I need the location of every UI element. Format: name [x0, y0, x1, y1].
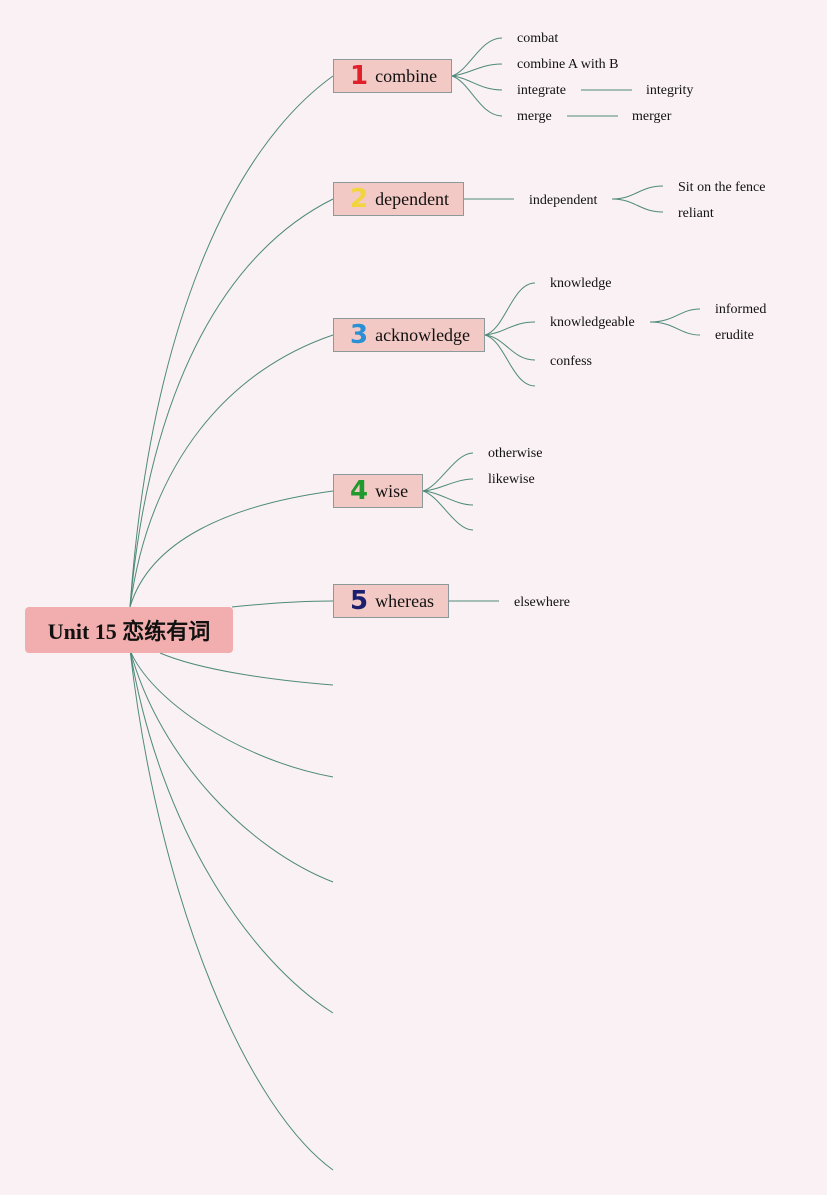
subtopic-otherwise[interactable]: otherwise — [488, 446, 543, 461]
topic-label: combine — [375, 65, 438, 86]
subtopic-likewise[interactable]: likewise — [488, 472, 535, 487]
subtopic-combine-a-with-b[interactable]: combine A with B — [517, 57, 619, 72]
topic-label: wise — [375, 480, 409, 501]
topic-whereas[interactable]: 5 whereas — [333, 584, 450, 618]
topic-dependent[interactable]: 2 dependent — [333, 182, 465, 216]
number-three-icon: 3 — [350, 320, 369, 350]
topic-label: acknowledge — [375, 324, 471, 345]
subtopic-sit-on-the-fence[interactable]: Sit on the fence — [678, 180, 766, 195]
subtopic-merge[interactable]: merge — [517, 109, 552, 124]
number-five-icon: 5 — [350, 586, 369, 616]
root-topic[interactable]: Unit 15 恋练有词 — [25, 607, 233, 653]
subtopic-integrity[interactable]: integrity — [646, 83, 694, 98]
topic-wise[interactable]: 4 wise — [333, 474, 424, 508]
number-four-icon: 4 — [350, 476, 369, 506]
number-two-icon: 2 — [350, 184, 369, 214]
topic-label: dependent — [375, 188, 450, 209]
subtopic-merger[interactable]: merger — [632, 109, 672, 124]
subtopic-elsewhere[interactable]: elsewhere — [514, 595, 570, 610]
subtopic-erudite[interactable]: erudite — [715, 328, 754, 343]
topic-combine[interactable]: 1 combine — [333, 59, 453, 93]
subtopic-knowledge[interactable]: knowledge — [550, 276, 612, 291]
subtopic-informed[interactable]: informed — [715, 302, 767, 317]
topic-label: whereas — [375, 590, 435, 611]
subtopic-reliant[interactable]: reliant — [678, 206, 714, 221]
root-title: Unit 15 恋练有词 — [47, 619, 211, 644]
subtopic-combat[interactable]: combat — [517, 31, 559, 46]
subtopic-knowledgeable[interactable]: knowledgeable — [550, 315, 635, 330]
subtopic-confess[interactable]: confess — [550, 354, 592, 369]
subtopic-integrate[interactable]: integrate — [517, 83, 566, 98]
subtopic-independent[interactable]: independent — [529, 193, 598, 208]
topic-acknowledge[interactable]: 3 acknowledge — [333, 318, 486, 352]
number-one-icon: 1 — [350, 61, 369, 91]
